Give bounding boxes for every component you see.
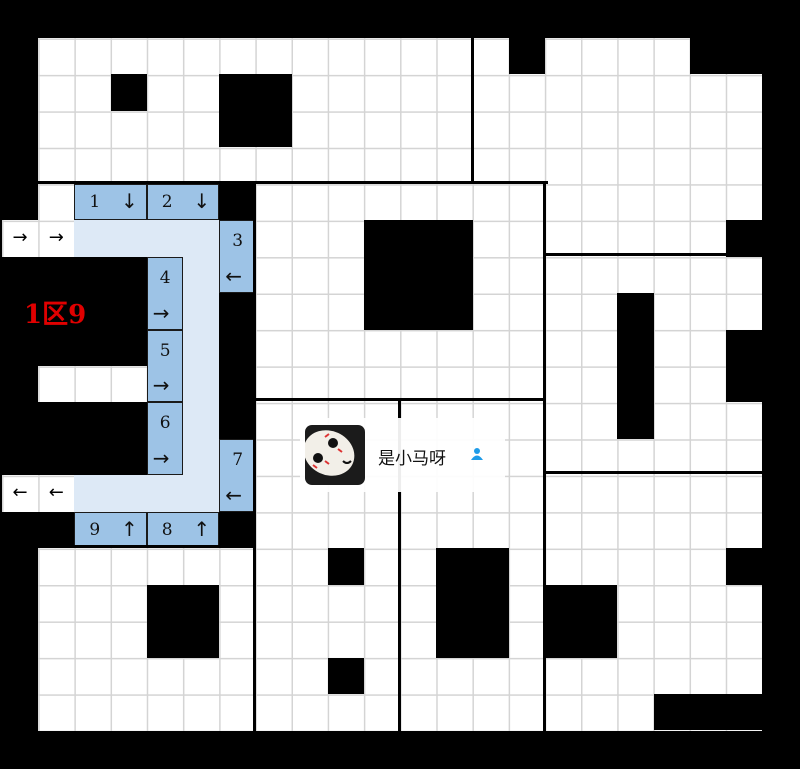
region-border: [543, 471, 763, 474]
wall-block: [327, 657, 364, 695]
wall-block: [110, 74, 147, 111]
cell-number: 8: [161, 519, 173, 540]
cell-number: 9: [89, 519, 101, 540]
direction-arrow-icon: ↑: [193, 516, 211, 541]
zone-label: 1区9: [24, 300, 87, 330]
cell-number: 1: [89, 191, 101, 212]
wall-block: [726, 329, 763, 403]
wall-block: [689, 37, 763, 75]
parking-cell-8[interactable]: 8↑: [146, 511, 220, 549]
region-border: [38, 545, 256, 548]
direction-arrow-icon: ↑: [121, 516, 138, 541]
cell-number: 3: [232, 231, 244, 252]
parking-cell-3[interactable]: 3←: [219, 220, 256, 294]
user-card[interactable]: 是小马呀: [300, 418, 505, 492]
wall-block: [2, 366, 39, 403]
wall-block: [617, 293, 654, 439]
direction-arrow-icon: ↓: [193, 188, 211, 213]
region-border: [471, 38, 474, 184]
entry-arrow-icon: →: [48, 227, 64, 249]
entry-arrow-icon: →: [12, 227, 28, 249]
parking-cell-9[interactable]: 9↑: [74, 511, 147, 549]
cell-number: 4: [159, 267, 171, 288]
wall-block: [726, 220, 763, 257]
parking-cell-4[interactable]: 4→: [146, 256, 183, 330]
cell-number: 5: [159, 340, 171, 361]
wall-block: [2, 37, 39, 221]
wall-block: [545, 584, 618, 658]
corridor: [74, 475, 220, 512]
user-icon: [470, 446, 484, 465]
direction-arrow-icon: →: [152, 446, 170, 471]
wall-block: [653, 694, 763, 731]
region-border: [38, 181, 548, 184]
region-border: [543, 181, 546, 731]
corridor: [183, 220, 220, 512]
wall-block: [2, 1, 799, 38]
user-name[interactable]: 是小马呀: [378, 449, 446, 469]
wall-block: [2, 256, 147, 366]
wall-block: [219, 511, 256, 549]
direction-arrow-icon: ←: [225, 482, 242, 507]
wall-block: [146, 584, 220, 658]
wall-block: [219, 293, 256, 439]
parking-cell-5[interactable]: 5→: [146, 329, 183, 403]
parking-cell-2[interactable]: 2↓: [146, 183, 220, 221]
direction-arrow-icon: ↓: [121, 188, 138, 213]
direction-arrow-icon: ←: [225, 264, 242, 289]
wall-block: [726, 548, 763, 585]
wall-block: [508, 37, 545, 75]
wall-block: [219, 183, 256, 221]
wall-block: [436, 548, 509, 658]
direction-arrow-icon: →: [152, 300, 170, 325]
exit-arrow-icon: ←: [48, 482, 64, 504]
wall-block: [762, 1, 799, 767]
wall-block: [2, 730, 799, 767]
parking-cell-7[interactable]: 7←: [219, 438, 256, 512]
region-border: [253, 181, 256, 731]
avatar: [305, 425, 365, 485]
region-border: [543, 253, 728, 256]
cell-number: 7: [232, 449, 244, 470]
direction-arrow-icon: →: [152, 373, 170, 398]
wall-block: [2, 548, 39, 731]
wall-block: [327, 548, 364, 585]
wall-block: [364, 220, 473, 330]
wall-block: [2, 511, 75, 549]
region-border: [398, 398, 401, 731]
cell-number: 6: [159, 413, 171, 434]
exit-arrow-icon: ←: [12, 482, 28, 504]
parking-cell-1[interactable]: 1↓: [74, 183, 147, 221]
wall-block: [2, 402, 147, 476]
wall-block: [219, 74, 292, 148]
parking-cell-6[interactable]: 6→: [146, 402, 183, 476]
cell-number: 2: [161, 191, 173, 212]
